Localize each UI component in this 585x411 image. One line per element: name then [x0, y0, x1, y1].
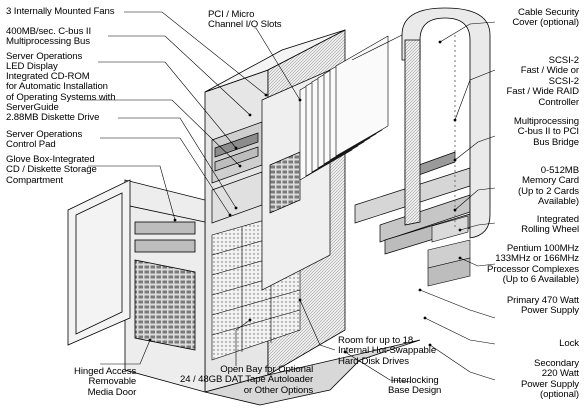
chassis-base: [204, 339, 421, 406]
label-memory: 0-512MB Memory Card (Up to 2 Cards Avail…: [518, 165, 579, 208]
label-fans: 3 Internally Mounted Fans: [6, 6, 115, 17]
io-slot-cards: [299, 35, 389, 181]
label-tape-bay: Open Bay for Optional 24 / 48GB DAT Tape…: [180, 364, 314, 396]
label-primary-psu: Primary 470 Watt Power Supply: [506, 295, 579, 317]
leader-dots: [148, 40, 462, 354]
label-secondary-psu: Secondary 220 Watt Power Supply (optiona…: [521, 358, 579, 401]
label-wheel: Integrated Rolling Wheel: [521, 214, 579, 236]
front-door: [124, 179, 206, 393]
label-led-display: Server Operations LED Display: [6, 51, 83, 73]
front-bays: [211, 121, 263, 224]
label-cable-cover: Cable Security Cover (optional): [512, 7, 579, 29]
label-bridge: Multiprocessing C-bus II to PCI Bus Brid…: [513, 116, 579, 148]
label-control-pad: Server Operations Control Pad: [6, 129, 83, 151]
cable-cover: [401, 7, 491, 239]
label-glovebox: Glove Box-Integrated CD / Diskette Stora…: [6, 154, 97, 186]
label-cdrom: Integrated CD-ROM for Automatic Installa…: [6, 71, 116, 114]
label-lock: Lock: [559, 338, 579, 349]
label-diskette: 2.88MB Diskette Drive: [6, 112, 100, 123]
label-pci: PCI / Micro Channel I/O Slots: [208, 9, 282, 31]
label-scsi: SCSI-2 Fast / Wide or SCSI-2 Fast / Wide…: [506, 55, 580, 108]
leader-lines: [80, 11, 496, 383]
glovebox-door: [67, 179, 131, 346]
processor-modules: [427, 215, 471, 287]
label-cbus: 400MB/sec. C-bus II Multiprocessing Bus: [6, 26, 92, 48]
label-drives: Room for up to 18 Internal Hot-Swappable…: [338, 335, 437, 367]
label-pentium: Pentium 100MHz 133MHz or 166MHz Processo…: [487, 243, 579, 286]
cable-cover-guide: [351, 34, 403, 61]
label-base: Interlocking Base Design: [388, 375, 442, 397]
label-door: Hinged Access Removable Media Door: [74, 366, 137, 398]
